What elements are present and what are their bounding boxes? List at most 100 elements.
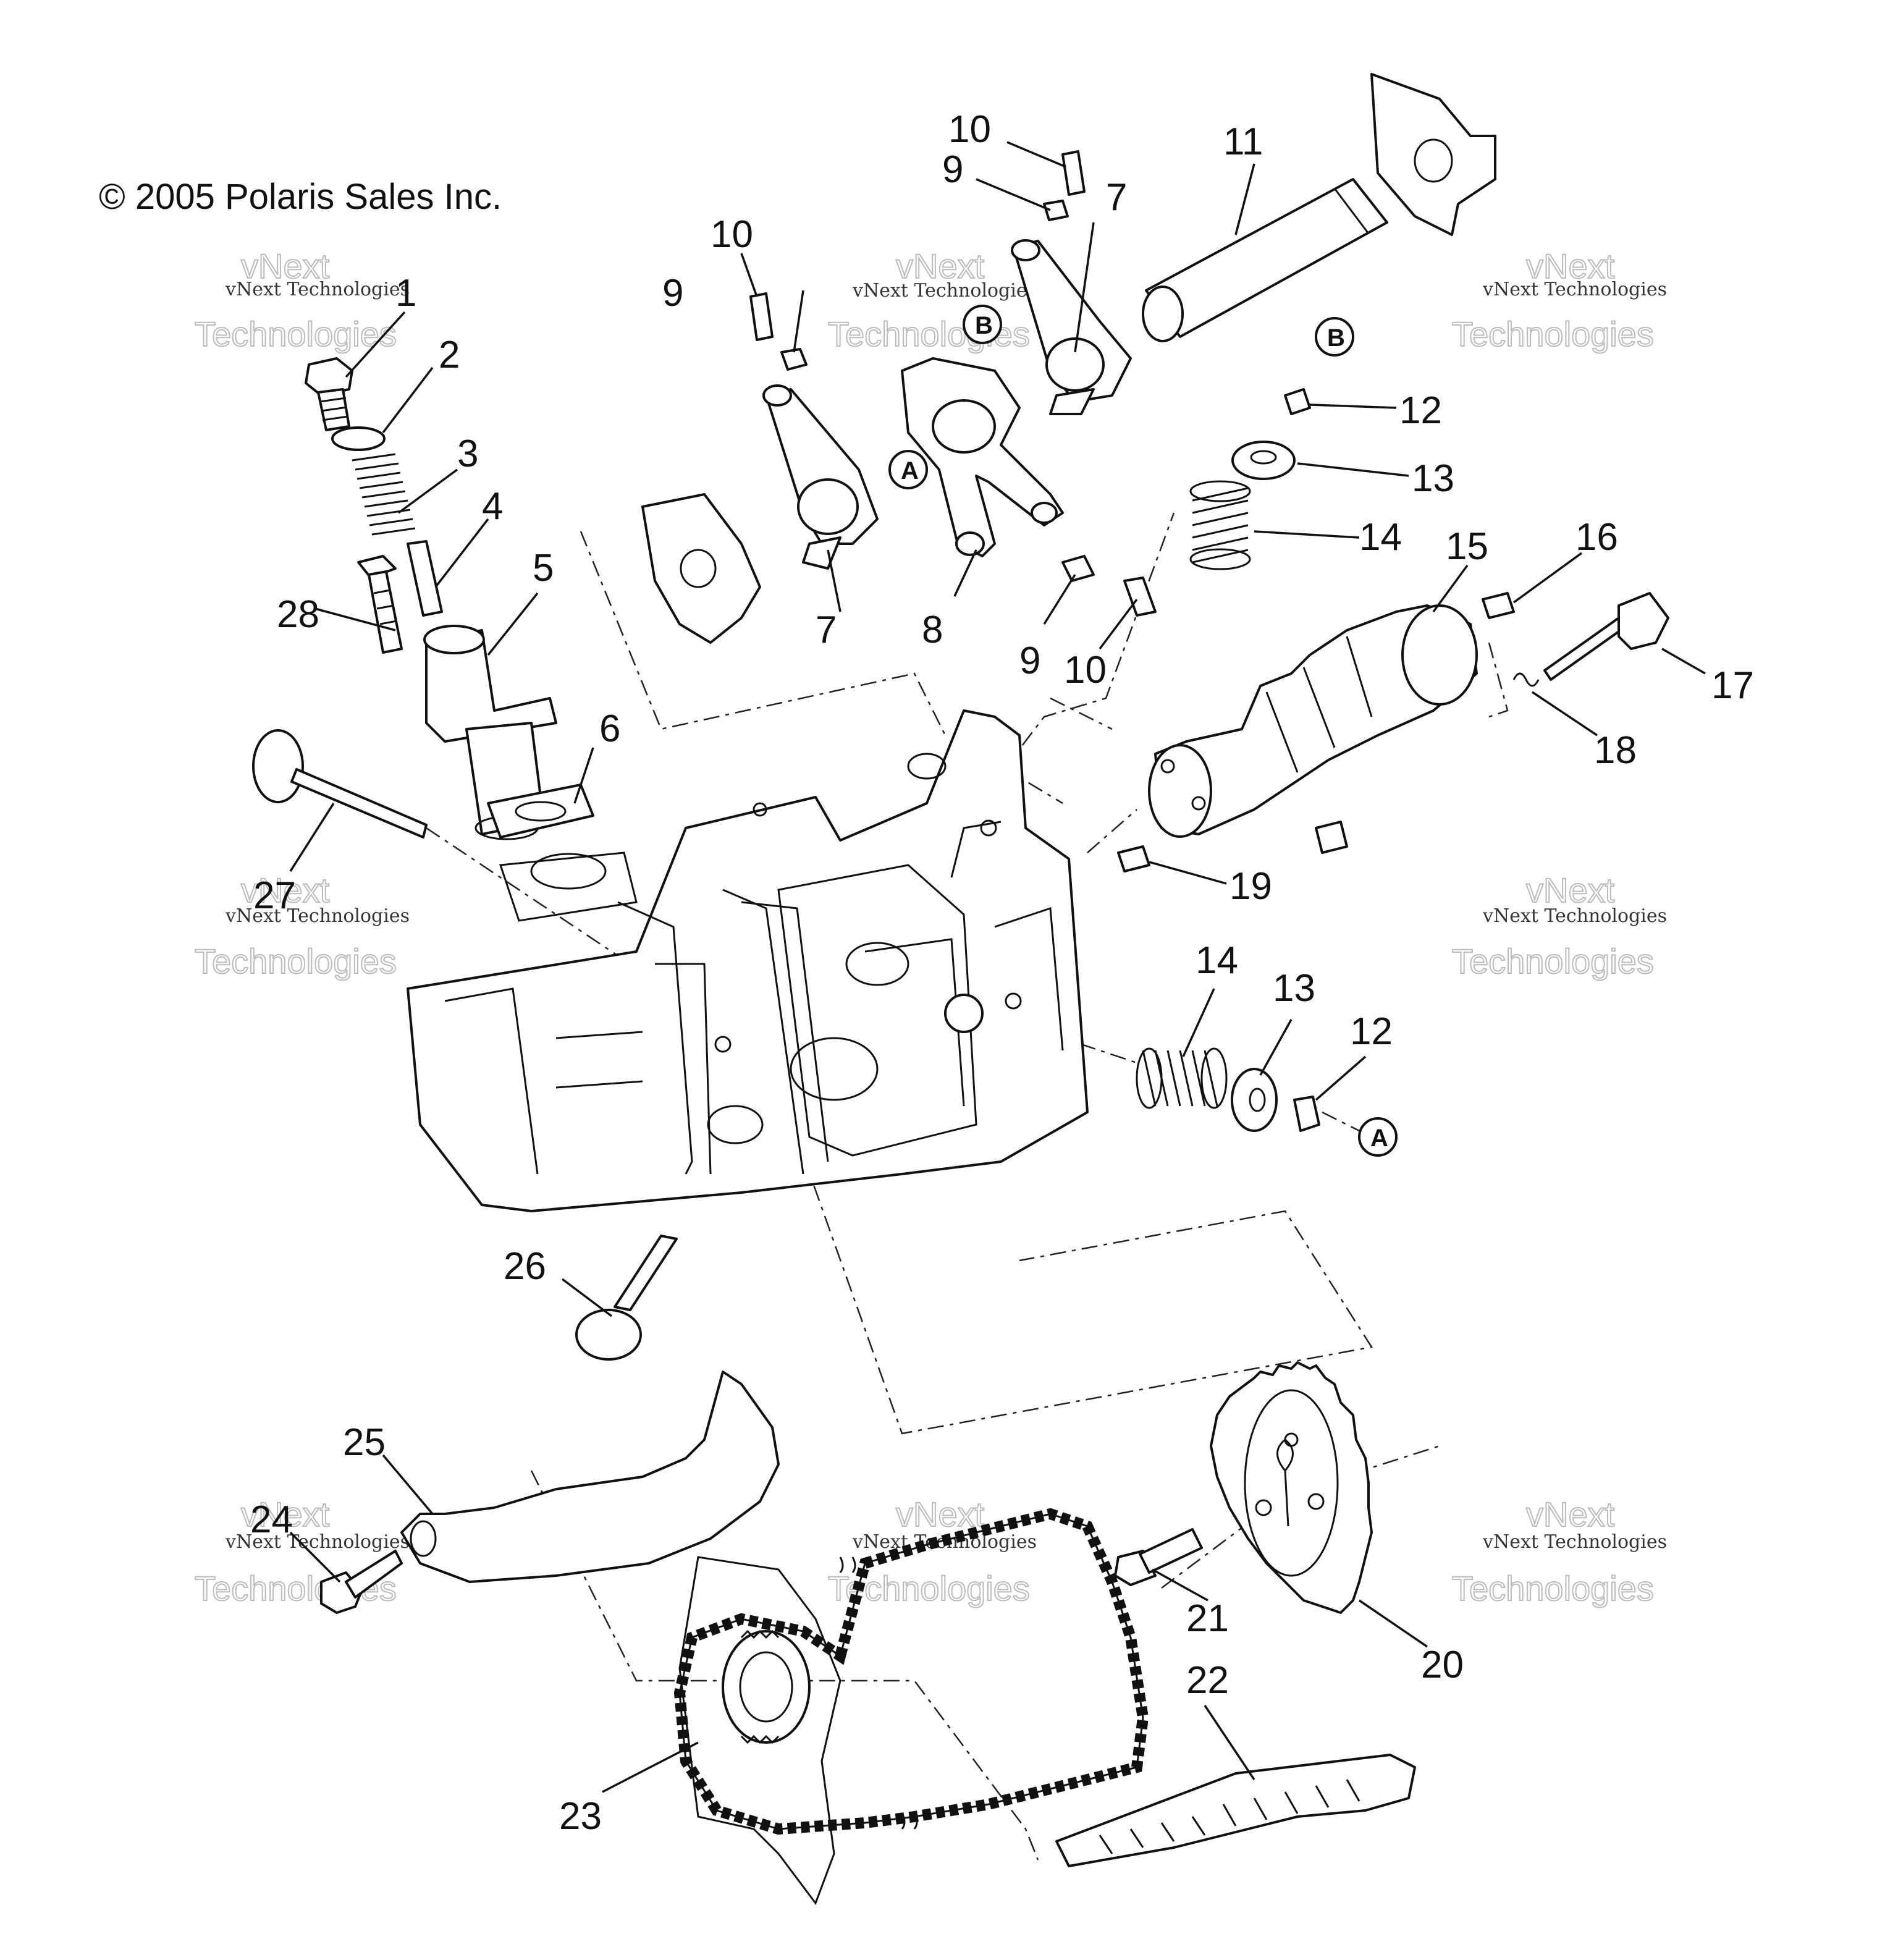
- marker-label: A: [1370, 1125, 1388, 1152]
- watermark-line3: Technologies: [195, 942, 397, 981]
- part-10-adjuster-screw-right: [1061, 150, 1086, 196]
- callout-6: 6: [599, 708, 620, 750]
- callout-16: 16: [1575, 516, 1618, 559]
- part-10-adjuster-screw-left: [749, 292, 774, 341]
- reference-marker-a-upper: A: [888, 450, 928, 489]
- part-14-valve-spring-upper: [1189, 480, 1251, 570]
- callout-21: 21: [1186, 1597, 1229, 1640]
- watermark-bottom-right: vNext vNext Technologies Technologies: [1451, 1494, 1667, 1608]
- callout-23: 23: [559, 1795, 602, 1838]
- watermark-line1: vNext: [1526, 871, 1615, 910]
- callout-9-left: 9: [662, 272, 683, 315]
- part-27-exhaust-valve: [252, 729, 428, 838]
- watermark-line3: Technologies: [195, 315, 397, 353]
- rocker-bracket-top-right: [1370, 73, 1496, 236]
- watermark-line3: Technologies: [1452, 942, 1654, 981]
- part-7-rocker-arm-left: [762, 384, 879, 570]
- watermark-mid-left: vNext vNext Technologies Technologies: [194, 870, 410, 981]
- callout-17: 17: [1711, 664, 1754, 707]
- callout-27: 27: [253, 874, 296, 917]
- callout-12-lower: 12: [1350, 1010, 1393, 1053]
- callout-24: 24: [250, 1498, 293, 1541]
- reference-marker-b-upper: B: [1315, 317, 1354, 357]
- part-20-cam-sprocket: [1210, 1361, 1373, 1614]
- watermark-line3: Technologies: [1452, 1569, 1654, 1608]
- part-4-plunger: [407, 540, 443, 617]
- watermark-line2: vNext Technologies: [1482, 905, 1667, 927]
- part-9-locknut-right: [1043, 200, 1069, 221]
- watermark-line2: vNext Technologies: [225, 279, 410, 300]
- watermark-bottom-left: vNext vNext Technologies Technologies: [194, 1494, 410, 1608]
- part-21-sprocket-bolt: [1114, 1528, 1203, 1586]
- crank-sprocket-housing: [678, 1556, 841, 1906]
- camshaft-bearing-plug: [1315, 821, 1348, 854]
- part-16-dowel-pin: [1482, 592, 1515, 619]
- callout-13-upper: 13: [1412, 457, 1454, 500]
- watermark-line1: vNext: [896, 1495, 985, 1534]
- callout-2: 2: [439, 334, 460, 376]
- watermark-line1: vNext: [1526, 1495, 1615, 1534]
- valve-spring-upper: [1189, 388, 1311, 570]
- watermark-line1: vNext: [241, 1495, 330, 1534]
- part-3-spring: [352, 453, 416, 536]
- part-26-intake-valve: [575, 1235, 678, 1361]
- watermark-line2: vNext Technologies: [852, 280, 1037, 302]
- part-13-spring-retainer-upper: [1231, 441, 1296, 480]
- callout-22: 22: [1186, 1659, 1229, 1702]
- part-11-rocker-shaft: [1142, 178, 1388, 342]
- callout-8: 8: [922, 609, 943, 651]
- copyright-notice: © 2005 Polaris Sales Inc.: [99, 177, 502, 217]
- part-17-decompression-shaft: [1543, 592, 1669, 681]
- rocker-arms: [749, 150, 1157, 617]
- callout-7-lower: 7: [816, 609, 837, 651]
- part-14-valve-spring-lower: [1136, 1047, 1228, 1109]
- part-15-camshaft: [1148, 604, 1478, 838]
- watermark-mid-right: vNext vNext Technologies Technologies: [1451, 870, 1667, 981]
- callout-11: 11: [1223, 120, 1263, 163]
- leader-lines: [289, 141, 1706, 1793]
- part-19-dowel-pin: [1117, 845, 1150, 872]
- callout-13-lower: 13: [1273, 967, 1315, 1010]
- part-1-tensioner-bolt: [305, 357, 353, 431]
- part-12-valve-keeper-lower: [1293, 1096, 1320, 1132]
- watermark-top-left: vNext vNext Technologies Technologies: [194, 246, 410, 354]
- callout-10-left: 10: [711, 213, 753, 256]
- part-23-timing-chain: [673, 1508, 1149, 1835]
- part-28-bolt: [357, 555, 403, 654]
- reference-marker-a-lower: A: [1358, 1117, 1398, 1157]
- watermark-line1: vNext: [241, 871, 330, 910]
- watermark-line1: vNext: [896, 247, 985, 285]
- callout-1: 1: [395, 272, 416, 315]
- callout-15: 15: [1446, 525, 1488, 568]
- watermark-line1: vNext: [241, 247, 330, 285]
- callout-19: 19: [1229, 865, 1272, 908]
- part-25-chain-guide-curved: [400, 1371, 780, 1583]
- callout-7-upper: 7: [1106, 176, 1127, 219]
- callout-3: 3: [457, 433, 478, 475]
- part-24-guide-bolt: [320, 1550, 403, 1614]
- callout-9-center: 9: [1019, 640, 1040, 682]
- callout-14-lower: 14: [1196, 939, 1238, 982]
- watermark-top-center: vNext vNext Technologies Technologies: [827, 246, 1037, 354]
- part-13-spring-retainer-lower: [1231, 1068, 1278, 1132]
- callout-numbers: 1 2 3 4 5 6 7 7 8 9 9 9 10 10 10 11 12 1…: [250, 108, 1754, 1838]
- reference-marker-b-lower: B: [963, 305, 1002, 344]
- watermark-line2: vNext Technologies: [1482, 279, 1667, 300]
- rocker-bracket-left: [641, 493, 761, 644]
- part-2-washer: [331, 426, 386, 451]
- callout-14-upper: 14: [1359, 516, 1402, 559]
- marker-label: A: [901, 457, 919, 484]
- part-7-rocker-arm-right: [1011, 239, 1132, 415]
- callout-5: 5: [533, 547, 554, 589]
- marker-label: B: [975, 312, 993, 339]
- callout-4: 4: [482, 485, 503, 528]
- callout-20: 20: [1421, 1644, 1464, 1686]
- part-8-rocker-arm-center: [901, 357, 1064, 557]
- valve-spring-lower: [1136, 1047, 1320, 1132]
- watermark-line2: vNext Technologies: [225, 905, 410, 927]
- callout-18: 18: [1594, 729, 1637, 772]
- watermark-line2: vNext Technologies: [225, 1531, 410, 1553]
- callout-12-upper: 12: [1399, 389, 1442, 432]
- tensioner-assembly: [305, 357, 594, 840]
- part-12-valve-keeper-upper: [1284, 388, 1311, 415]
